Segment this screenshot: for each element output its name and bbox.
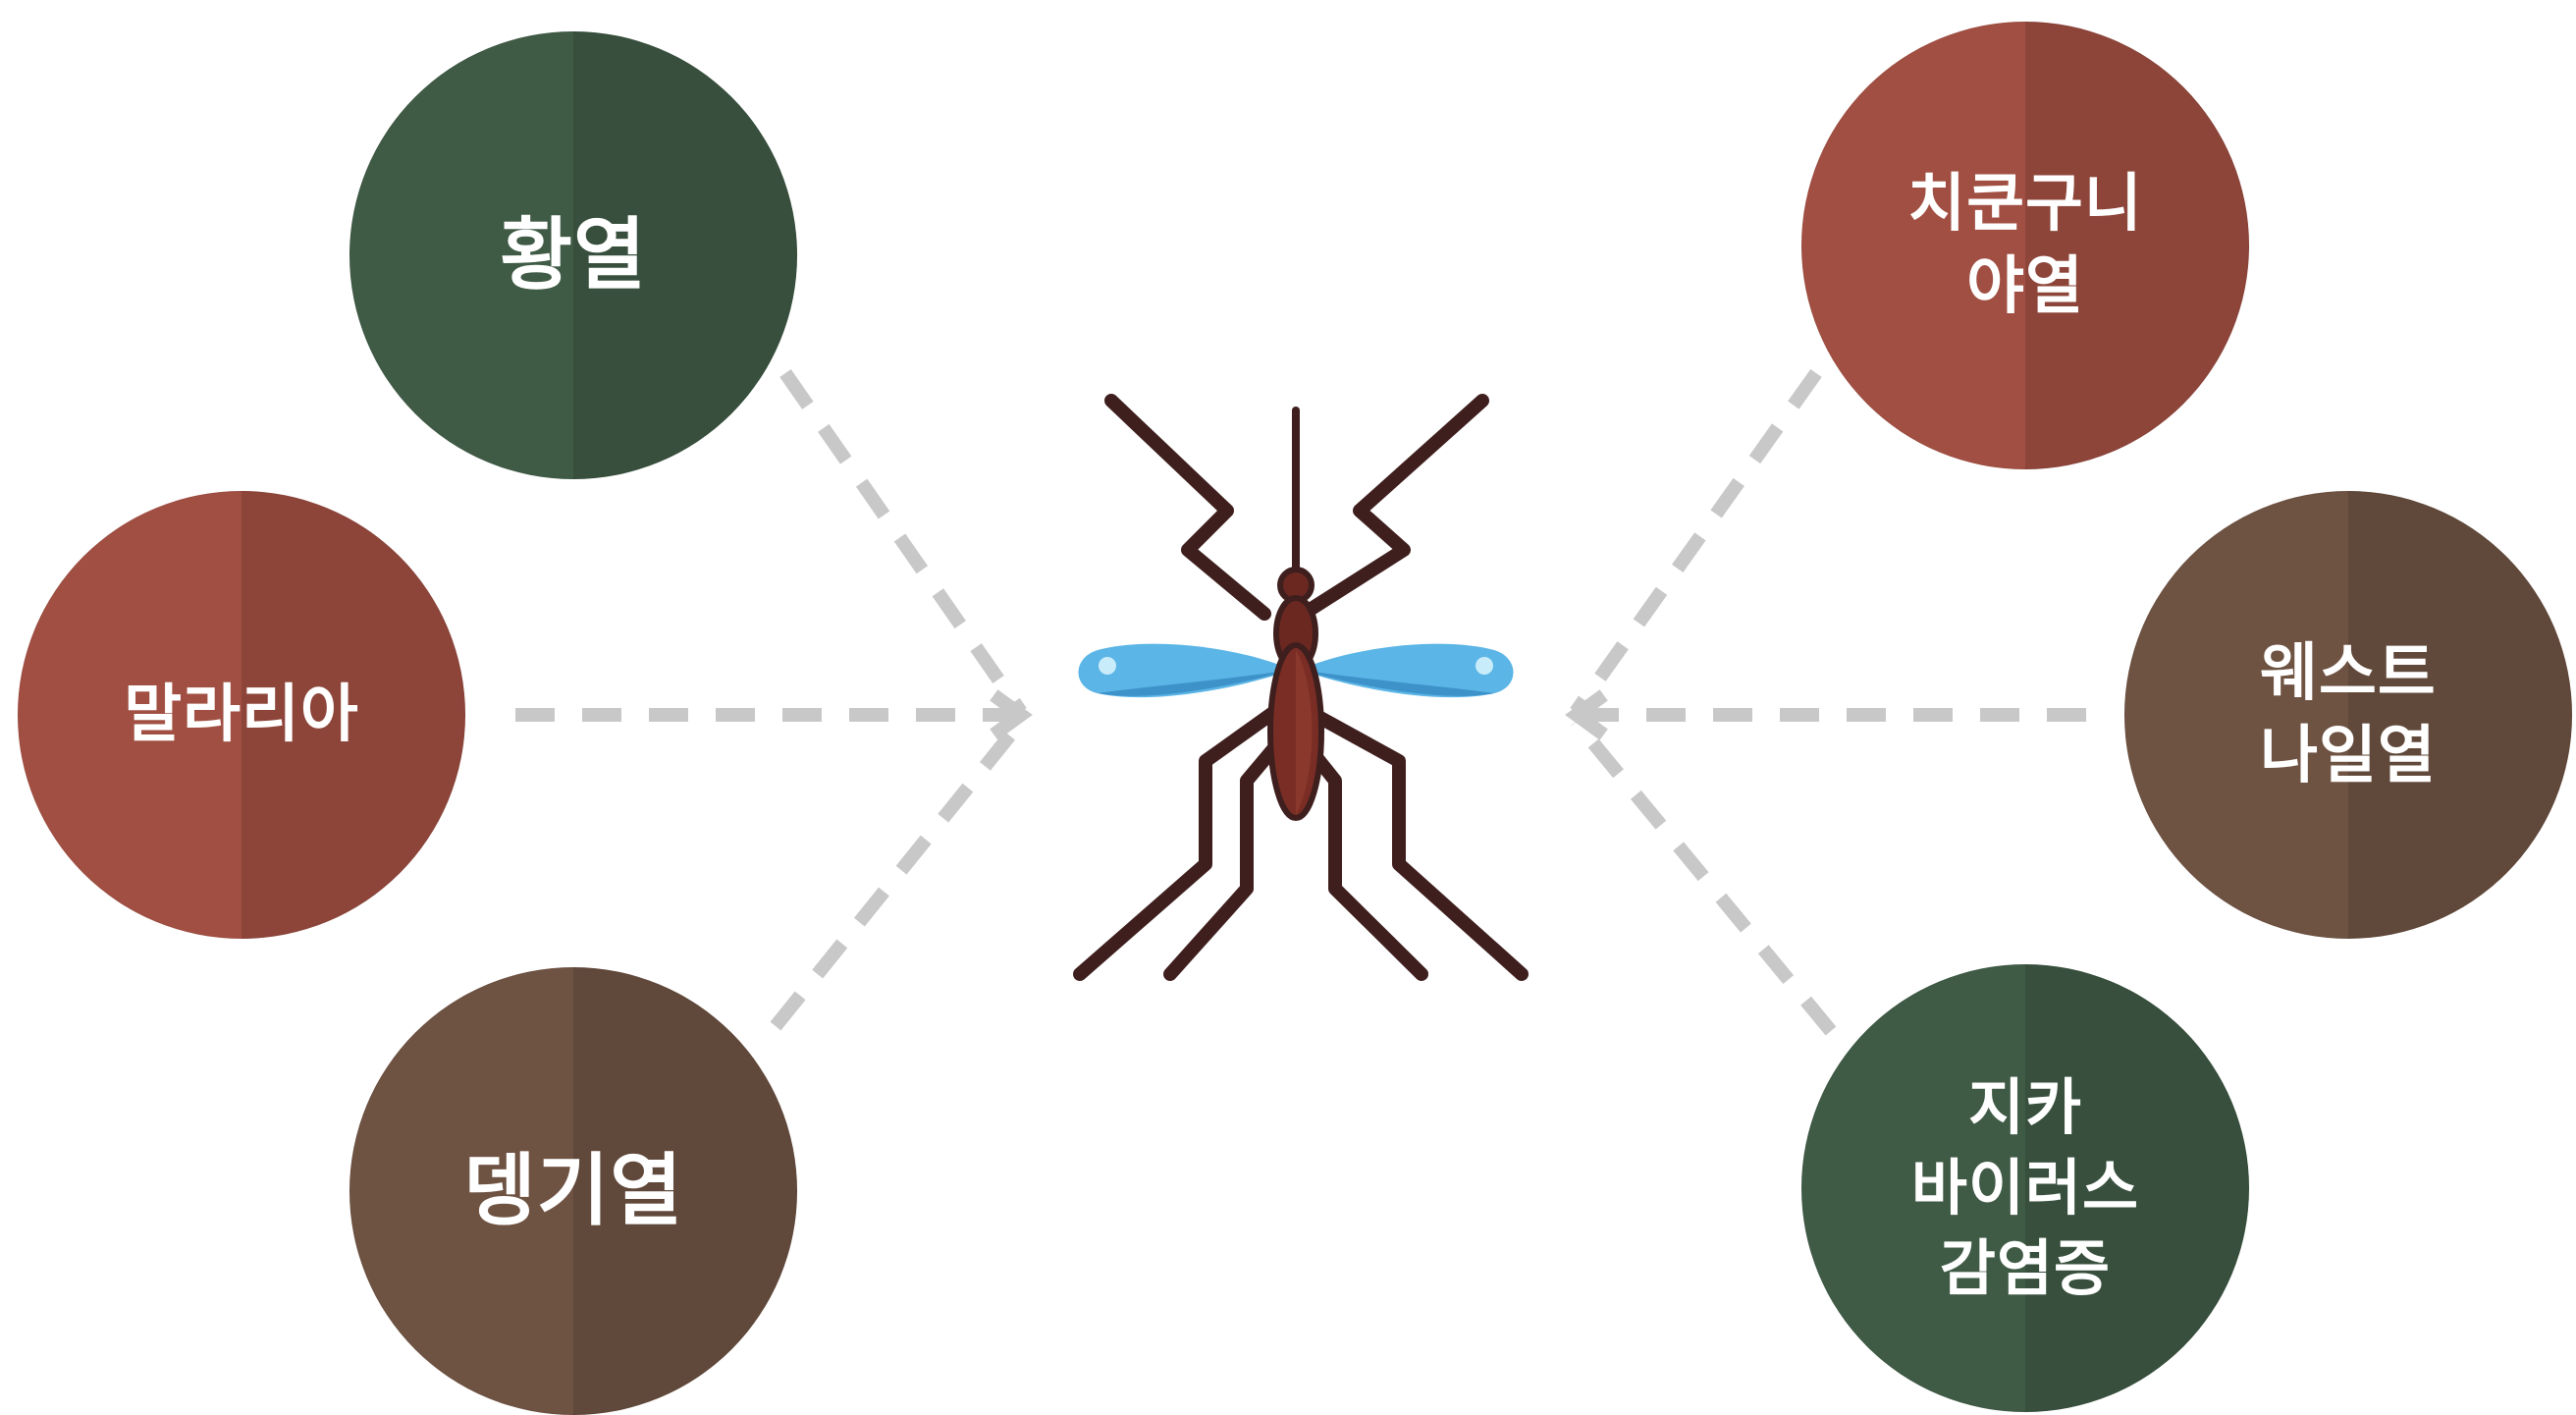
mosquito-icon — [1060, 393, 1531, 982]
connector-zika — [1576, 722, 1831, 1031]
mosquito-wing-right-spot — [1476, 657, 1493, 675]
connector-chikungunya — [1576, 373, 1816, 712]
disease-label: 웨스트 나일열 — [2260, 632, 2437, 797]
mosquito-leg-front-right — [1296, 401, 1482, 619]
disease-malaria: 말라리아 — [18, 491, 465, 939]
connector-yellow-fever — [785, 373, 1021, 712]
disease-dengue: 뎅기열 — [349, 967, 797, 1415]
disease-chikungunya: 치쿤구니 야열 — [1801, 22, 2249, 469]
disease-label: 말라리아 — [124, 672, 359, 758]
mosquito-wing-left-spot — [1099, 657, 1116, 675]
disease-west-nile: 웨스트 나일열 — [2124, 491, 2572, 939]
disease-label: 지카 바이러스 감염증 — [1911, 1067, 2139, 1309]
disease-label: 뎅기열 — [463, 1148, 683, 1234]
disease-zika: 지카 바이러스 감염증 — [1801, 964, 2249, 1412]
mosquito-leg-front-left — [1111, 401, 1264, 614]
disease-label: 황열 — [500, 212, 646, 299]
disease-label: 치쿤구니 야열 — [1907, 163, 2143, 328]
connector-dengue — [776, 722, 1021, 1026]
disease-yellow-fever: 황열 — [349, 31, 797, 479]
